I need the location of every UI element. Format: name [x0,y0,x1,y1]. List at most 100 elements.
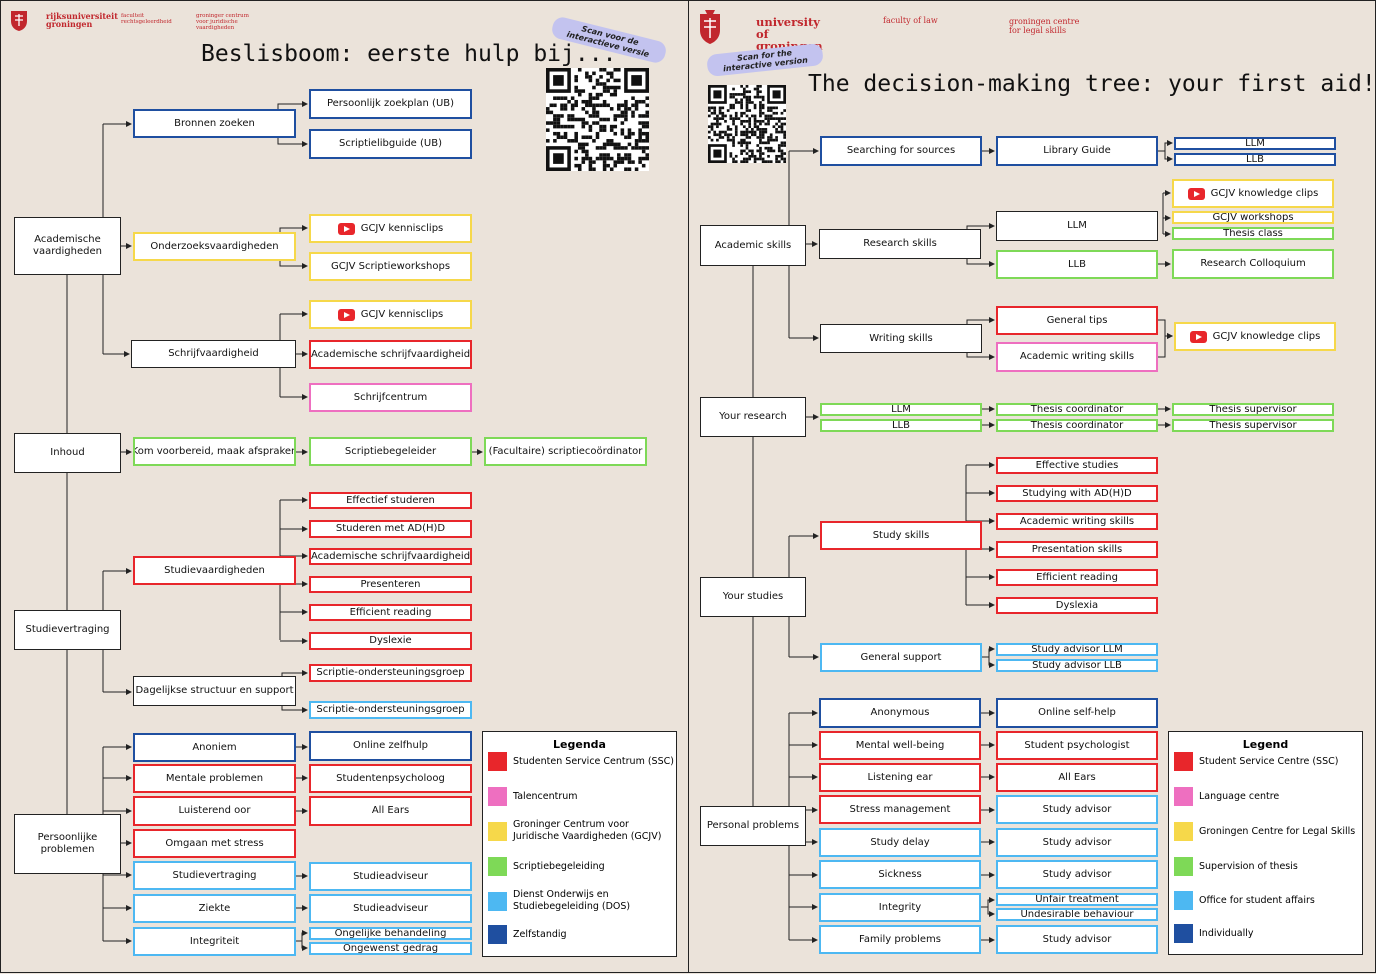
node-writing[interactable]: Writing skills [820,324,982,353]
node-colloquium[interactable]: Research Colloquium [1172,249,1334,279]
node-zelfhulp[interactable]: Online zelfhulp [309,731,472,761]
node-effectief[interactable]: Effectief studeren [309,492,472,509]
node-scriptielibguide[interactable]: Scriptielibguide (UB) [309,129,472,159]
node-llm2[interactable]: LLM [996,211,1158,241]
node-dyslexie[interactable]: Dyslexie [309,632,472,650]
node-yourresearch[interactable]: Your research [700,397,806,437]
node-coord1[interactable]: Thesis coordinator [996,403,1158,416]
node-integriteit[interactable]: Integriteit [133,927,296,956]
node-vertraging2[interactable]: Studievertraging [133,861,296,890]
node-ziekte[interactable]: Ziekte [133,894,296,923]
node-integrity[interactable]: Integrity [819,893,981,922]
node-undesirable[interactable]: Undesirable behaviour [996,908,1158,921]
node-zoekplan[interactable]: Persoonlijk zoekplan (UB) [309,89,472,119]
node-studyskills[interactable]: Study skills [820,521,982,550]
node-advllm[interactable]: Study advisor LLM [996,643,1158,656]
legend-item-zelf: Zelfstandig [488,925,567,944]
node-delay[interactable]: Study delay [819,828,981,857]
label: Student Service Centre (SSC) [1199,755,1339,767]
node-schrijf[interactable]: Schrijfvaardigheid [131,340,296,368]
node-llm1[interactable]: LLM [1174,137,1336,150]
node-onderzoek[interactable]: Onderzoeksvaardigheden [133,232,296,261]
node-generaltips[interactable]: General tips [996,306,1158,335]
node-listening[interactable]: Listening ear [819,763,981,792]
node-mental[interactable]: Mental well-being [819,731,981,760]
node-llb2[interactable]: LLB [996,250,1158,279]
node-psychologist[interactable]: Student psychologist [996,731,1158,760]
node-bronnen[interactable]: Bronnen zoeken [133,109,296,138]
node-anoniem[interactable]: Anoniem [133,733,296,762]
node-dagelijkse[interactable]: Dagelijkse structuur en support [133,676,296,706]
logo-sub2-en: groningen centre for legal skills [1009,17,1080,35]
node-thesisclass[interactable]: Thesis class [1172,227,1334,240]
node-scriptiebegeleider[interactable]: Scriptiebegeleider [309,437,472,466]
node-personal[interactable]: Personal problems [700,806,806,846]
node-acwriting2[interactable]: Academic writing skills [996,513,1158,530]
node-coordinator[interactable]: (Facultaire) scriptiecoördinator [484,437,647,466]
node-adhd[interactable]: Studeren met AD(H)D [309,520,472,538]
node-ondersteun1[interactable]: Scriptie-ondersteuningsgroep [309,664,472,682]
node-searching[interactable]: Searching for sources [820,136,982,166]
node-psycholoog[interactable]: Studentenpsycholoog [309,764,472,793]
node-selfhelp[interactable]: Online self-help [996,698,1158,728]
node-llm3[interactable]: LLM [820,403,982,416]
node-anonymous[interactable]: Anonymous [819,698,981,728]
node-academische[interactable]: Academische vaardigheden [14,217,121,275]
node-dyslexia[interactable]: Dyslexia [996,597,1158,614]
node-luisterend[interactable]: Luisterend oor [133,796,296,826]
node-sup2[interactable]: Thesis supervisor [1172,419,1334,432]
node-effective[interactable]: Effective studies [996,457,1158,474]
node-allears-en[interactable]: All Ears [996,763,1158,792]
node-llb3[interactable]: LLB [820,419,982,432]
node-presentation[interactable]: Presentation skills [996,541,1158,558]
node-efficient[interactable]: Efficient reading [309,604,472,621]
node-workshops[interactable]: GCJV workshops [1172,211,1334,224]
node-adviseur2[interactable]: Studieadviseur [309,894,472,923]
node-adv3[interactable]: Study advisor [996,860,1158,889]
node-sickness[interactable]: Sickness [819,860,981,889]
node-studievertraging[interactable]: Studievertraging [14,610,121,650]
node-studievaardigheden[interactable]: Studievaardigheden [133,556,296,585]
node-adv2[interactable]: Study advisor [996,828,1158,857]
node-family[interactable]: Family problems [819,925,981,954]
legend-item-ssc: Student Service Centre (SSC) [1174,752,1338,771]
node-research[interactable]: Research skills [819,229,981,259]
node-clips2[interactable]: GCJV knowledge clips [1174,322,1336,351]
node-schrijfcentrum[interactable]: Schrijfcentrum [309,383,472,412]
node-llb1[interactable]: LLB [1174,153,1336,166]
node-persoonlijk[interactable]: Persoonlijke problemen [14,814,121,874]
swatch [488,857,507,876]
node-inhoud[interactable]: Inhoud [14,433,121,473]
node-komvoorbereid[interactable]: Kom voorbereid, maak afspraken [133,437,296,466]
node-presenteren[interactable]: Presenteren [309,576,472,593]
legend-item-language: Language centre [1174,787,1279,806]
node-academic[interactable]: Academic skills [700,225,806,266]
node-mentale[interactable]: Mentale problemen [133,764,296,793]
node-unfair[interactable]: Unfair treatment [996,893,1158,906]
node-stress-en[interactable]: Stress management [819,795,981,824]
legend-item-talen: Talencentrum [488,787,578,806]
node-scriptieworkshops[interactable]: GCJV Scriptieworkshops [309,252,472,281]
node-kennisclips1[interactable]: GCJV kennisclips [309,214,472,243]
node-sup1[interactable]: Thesis supervisor [1172,403,1334,416]
node-acschrijf1[interactable]: Academische schrijfvaardigheid [309,340,472,369]
node-ondersteun2[interactable]: Scriptie-ondersteuningsgroep [309,701,472,719]
node-ongelijke[interactable]: Ongelijke behandeling [309,927,472,940]
node-ongewenst[interactable]: Ongewenst gedrag [309,942,472,955]
node-adhd-en[interactable]: Studying with AD(H)D [996,485,1158,502]
node-coord2[interactable]: Thesis coordinator [996,419,1158,432]
node-acschrijf2[interactable]: Academische schrijfvaardigheid [309,548,472,565]
node-adv4[interactable]: Study advisor [996,925,1158,954]
node-stress-nl[interactable]: Omgaan met stress [133,829,296,858]
node-advllb[interactable]: Study advisor LLB [996,659,1158,672]
node-yourstudies[interactable]: Your studies [700,577,806,617]
node-libguide[interactable]: Library Guide [996,136,1158,166]
node-adviseur1[interactable]: Studieadviseur [309,862,472,891]
node-generalsupport[interactable]: General support [820,643,982,672]
node-efficient-en[interactable]: Efficient reading [996,569,1158,586]
node-allears-nl[interactable]: All Ears [309,796,472,826]
node-clips1[interactable]: GCJV knowledge clips [1172,179,1334,208]
node-adv1[interactable]: Study advisor [996,795,1158,824]
node-kennisclips2[interactable]: GCJV kennisclips [309,300,472,329]
node-acwriting1[interactable]: Academic writing skills [996,342,1158,372]
